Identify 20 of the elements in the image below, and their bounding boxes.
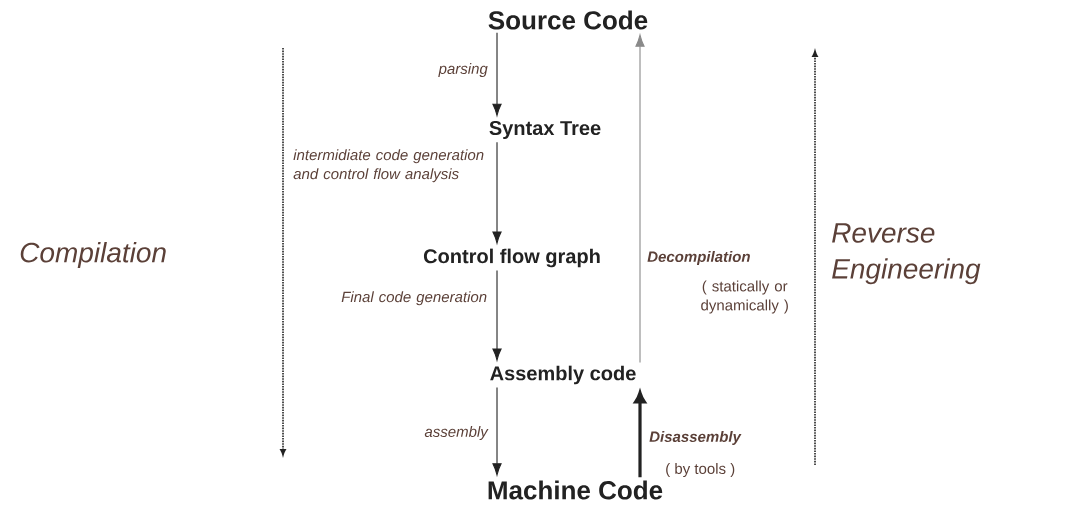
text-label: ( by tools )	[666, 463, 735, 477]
edge-label: Decompilation	[647, 251, 750, 265]
node-label: Control flow graph	[423, 248, 600, 268]
node-label: Machine Code	[488, 480, 663, 500]
arrow	[635, 34, 645, 364]
edge-label: parsing	[438, 63, 488, 77]
node-label: Syntax Tree	[489, 120, 601, 140]
edge-label: intermidiate code generation and control flow analysis	[293, 149, 484, 183]
node-label: Assembly code	[490, 365, 636, 385]
edge-label: Final code generation	[341, 291, 487, 306]
edge-label: assembly	[424, 426, 489, 440]
arrow	[492, 386, 502, 476]
arrow	[492, 270, 502, 361]
node-label: Source Code	[488, 10, 648, 30]
arrow	[492, 141, 502, 244]
arrow	[492, 32, 502, 116]
text-label: ( statically or dynamically )	[701, 280, 788, 314]
text-label: Reverse Engineering	[832, 223, 981, 285]
text-label: Compilation	[20, 241, 166, 269]
edge-label: Disassembly	[649, 431, 742, 445]
